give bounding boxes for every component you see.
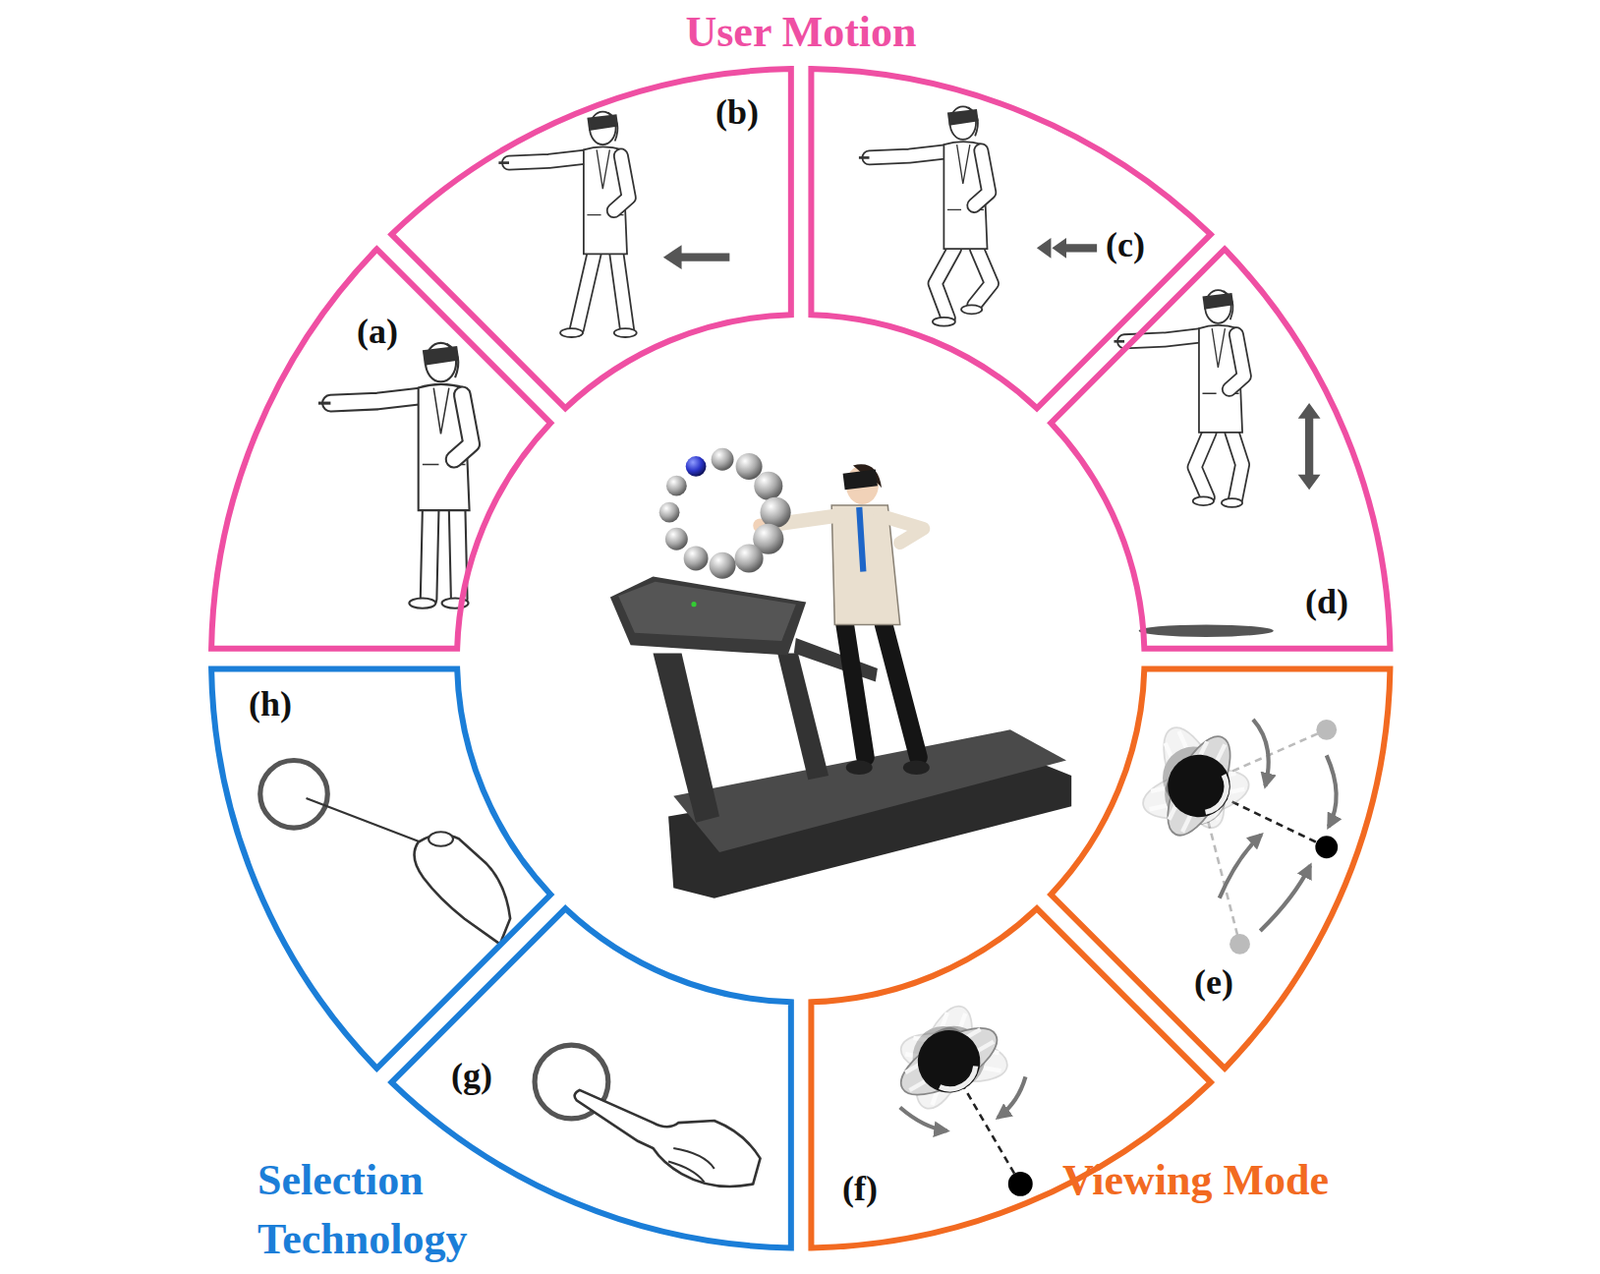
sector-outline xyxy=(810,68,1210,408)
sector-shape xyxy=(793,60,1226,424)
motion-sector: (c) xyxy=(793,60,1226,424)
label-slot: User Motion xyxy=(604,2,998,62)
motion-sector: (a) xyxy=(203,233,567,667)
sector-outline xyxy=(1051,668,1391,1068)
label-slot: Selection Technology xyxy=(257,1150,553,1269)
sector-shape xyxy=(376,893,809,1257)
selection-sector: (h) xyxy=(203,650,567,1084)
panel-letter: (c) xyxy=(1105,226,1145,266)
panel-letter: (h) xyxy=(248,685,292,725)
panel-letter: (d) xyxy=(1305,582,1349,623)
sector-outline xyxy=(1051,248,1391,648)
group-title: Selection Technology xyxy=(257,1150,553,1269)
selection-sector: (g) xyxy=(376,893,809,1257)
panel-letter: (f) xyxy=(842,1169,878,1209)
sector-shape xyxy=(203,233,567,667)
sector-outline xyxy=(211,668,551,1068)
group-title: User Motion xyxy=(604,2,998,62)
motion-sector: (b) xyxy=(376,60,809,424)
label-slot: Viewing Mode xyxy=(1031,1150,1329,1210)
motion-sector: (d) xyxy=(1035,233,1399,667)
sector-outline xyxy=(211,248,551,648)
group-title: Viewing Mode xyxy=(1031,1150,1329,1210)
viewing-sector: (e) xyxy=(1035,650,1399,1084)
sector-shape xyxy=(1035,650,1399,1084)
panel-letter: (a) xyxy=(356,312,399,352)
sector-outline xyxy=(391,68,791,408)
panel-letter: (g) xyxy=(451,1056,493,1096)
panel-letter: (b) xyxy=(715,93,759,133)
panel-letter: (e) xyxy=(1194,963,1234,1003)
sector-outline xyxy=(391,909,791,1249)
